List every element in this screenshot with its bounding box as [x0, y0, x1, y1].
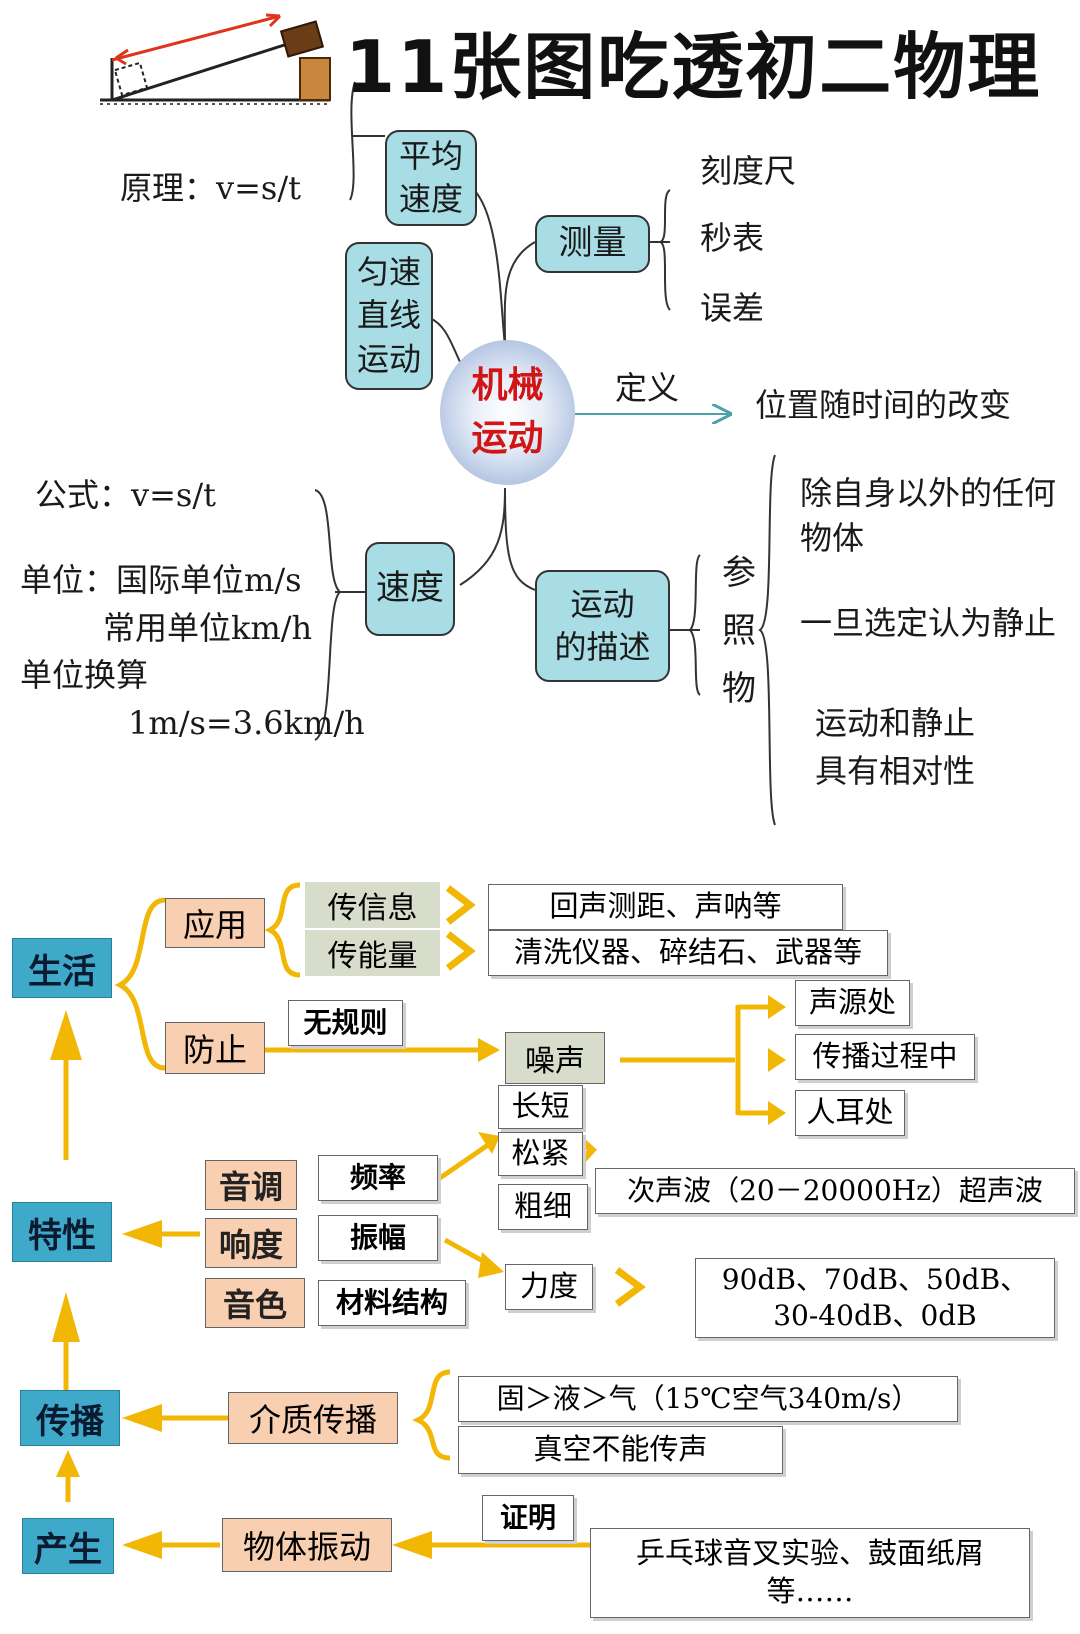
- decibel-line1: 90dB、70dB、50dB、: [721, 1262, 1029, 1296]
- transmit-energy-node[interactable]: 传能量: [305, 930, 440, 976]
- amplitude-label: 振幅: [318, 1215, 438, 1261]
- ref-item-relative2: 具有相对性: [815, 752, 976, 790]
- wave-range: 次声波（20－20000Hz）超声波: [595, 1168, 1075, 1214]
- energy-examples: 清洗仪器、碎结石、武器等: [488, 930, 888, 976]
- measure-item-stopwatch: 秒表: [700, 219, 765, 257]
- ref-item-object: 物体: [800, 519, 865, 557]
- definition-text: 位置随时间的改变: [755, 386, 1012, 424]
- definition-label: 定义: [615, 369, 680, 407]
- tension-label: 松紧: [498, 1132, 583, 1176]
- transmit-info-node[interactable]: 传信息: [305, 882, 440, 928]
- incline-illustration: [100, 13, 331, 105]
- ref-item-relative1: 运动和静止: [815, 704, 976, 742]
- measure-item-error: 误差: [700, 289, 765, 327]
- sound-connectors: [50, 882, 786, 1559]
- noise-ear: 人耳处: [795, 1090, 905, 1136]
- prove-label: 证明: [482, 1495, 574, 1541]
- uniform-motion-node[interactable]: 匀速直线运动: [345, 242, 433, 390]
- measure-node[interactable]: 测量: [535, 215, 650, 273]
- experiment-text: 乒乓球音叉实验、鼓面纸屑 等……: [590, 1528, 1030, 1618]
- unit-conversion-label: 单位换算: [20, 656, 149, 694]
- uniform-line1: 匀速: [356, 253, 421, 292]
- speed-node[interactable]: 速度: [365, 542, 455, 636]
- avg-speed-node[interactable]: 平均速度: [385, 130, 477, 226]
- speed-order-text: 固＞液＞气（15℃空气340m/s）: [458, 1376, 958, 1422]
- uniform-line2: 直线: [356, 296, 421, 335]
- noise-path: 传播过程中: [795, 1034, 975, 1080]
- ref-item-any-object: 除自身以外的任何: [800, 474, 1057, 512]
- force-label: 力度: [505, 1264, 593, 1310]
- experiment-line1: 乒乓球音叉实验、鼓面纸屑: [635, 1536, 984, 1571]
- vacuum-text: 真空不能传声: [458, 1426, 783, 1474]
- reference-object-label: 参 照 物: [722, 545, 756, 718]
- reference-char1: 参: [722, 553, 756, 593]
- center-line1: 机械: [471, 365, 544, 407]
- spread-node[interactable]: 传播: [20, 1390, 120, 1446]
- length-label: 长短: [498, 1085, 583, 1129]
- material-label: 材料结构: [318, 1280, 466, 1326]
- apply-node[interactable]: 应用: [165, 898, 265, 948]
- unit-conversion-value: 1m/s=3.6km/h: [128, 704, 365, 742]
- vibration-node[interactable]: 物体振动: [222, 1518, 392, 1572]
- noise-node[interactable]: 噪声: [505, 1032, 605, 1084]
- decibel-line2: 30-40dB、0dB: [773, 1299, 977, 1332]
- medium-node[interactable]: 介质传播: [228, 1392, 398, 1444]
- prevent-node[interactable]: 防止: [165, 1022, 265, 1074]
- principle-text: 原理：v=s/t: [120, 169, 301, 207]
- description-line1: 运动: [570, 584, 635, 623]
- experiment-line2: 等……: [766, 1574, 854, 1608]
- noise-source: 声源处: [795, 980, 910, 1026]
- avg-speed-line2: 速度: [398, 180, 463, 218]
- reference-char2: 照: [722, 610, 756, 651]
- timbre-node[interactable]: 音色: [205, 1278, 305, 1328]
- trait-node[interactable]: 特性: [12, 1202, 112, 1262]
- life-node[interactable]: 生活: [12, 938, 112, 998]
- unit-line1: 单位：国际单位m/s: [20, 561, 302, 599]
- uniform-line3: 运动: [356, 339, 421, 378]
- formula-text: 公式：v=s/t: [35, 476, 216, 514]
- loudness-node[interactable]: 响度: [205, 1218, 297, 1268]
- produce-node[interactable]: 产生: [22, 1518, 114, 1574]
- info-examples: 回声测距、声呐等: [488, 884, 843, 930]
- description-line2: 的描述: [554, 628, 651, 666]
- ref-item-stationary: 一旦选定认为静止: [800, 604, 1057, 642]
- mechanical-motion-center[interactable]: 机械运动: [440, 340, 575, 485]
- decibel-values: 90dB、70dB、50dB、 30-40dB、0dB: [695, 1258, 1055, 1338]
- irregular-label: 无规则: [288, 1000, 403, 1046]
- frequency-label: 频率: [318, 1155, 438, 1201]
- thickness-label: 粗细: [498, 1184, 588, 1230]
- measure-item-ruler: 刻度尺: [700, 152, 797, 190]
- mindmap-lines: [314, 81, 776, 826]
- page-title: 11张图吃透初二物理: [345, 25, 1042, 109]
- motion-description-node[interactable]: 运动的描述: [535, 570, 670, 682]
- pitch-node[interactable]: 音调: [205, 1160, 297, 1210]
- center-line2: 运动: [471, 417, 544, 459]
- avg-speed-line1: 平均: [398, 136, 463, 175]
- unit-line2: 常用单位km/h: [103, 609, 313, 647]
- reference-char3: 物: [722, 668, 756, 709]
